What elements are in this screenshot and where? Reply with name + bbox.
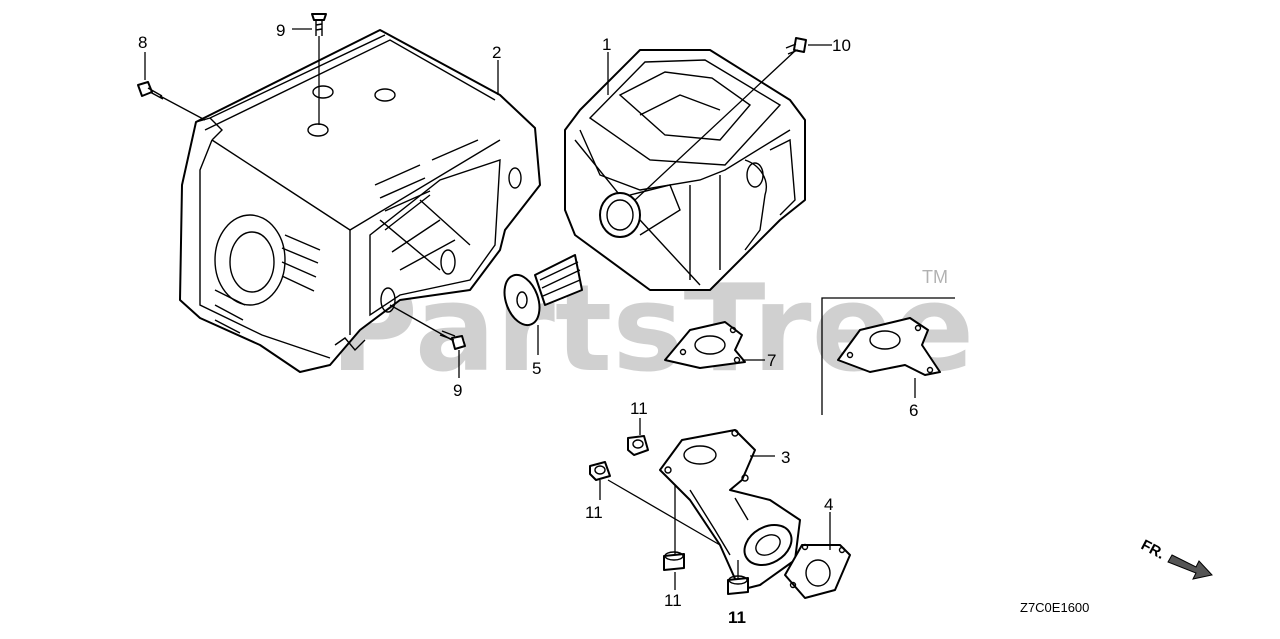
muffler-gasket: [664, 321, 746, 369]
callout-10: 10: [832, 36, 851, 55]
exhaust-gasket: [784, 543, 851, 599]
nut-11-d: [727, 575, 749, 595]
nut-11-b: [589, 461, 611, 481]
callout-11-d: 11: [728, 608, 746, 627]
leader-lines: [144, 28, 916, 590]
callout-9-bottom: 9: [453, 381, 462, 400]
callout-11-b: 11: [585, 503, 603, 522]
callout-5: 5: [532, 359, 541, 378]
callout-9-top: 9: [276, 21, 285, 40]
muffler: [564, 49, 806, 291]
front-label: FR.: [1138, 537, 1167, 563]
muffler-protector: [179, 29, 541, 373]
callout-2: 2: [492, 43, 501, 62]
callout-11-a: 11: [630, 399, 648, 418]
nut-11-a: [627, 435, 649, 456]
trademark-mark: TM: [922, 267, 948, 287]
nut-11-c: [663, 551, 685, 571]
front-arrow-icon: [1167, 554, 1213, 580]
alternate-gasket-box: [821, 297, 955, 415]
callout-7: 7: [767, 351, 776, 370]
diagram-code: Z7C0E1600: [1020, 600, 1089, 615]
callout-4: 4: [824, 495, 833, 514]
callout-8: 8: [138, 33, 147, 52]
callout-1: 1: [602, 35, 611, 54]
callout-6: 6: [909, 401, 918, 420]
exhaust-pipe: [659, 429, 801, 591]
spark-arrester: [503, 254, 583, 327]
front-direction-indicator: FR.: [1138, 537, 1213, 580]
bolt-8: [137, 81, 164, 100]
screw-9-top: [311, 13, 327, 36]
callout-3: 3: [781, 448, 790, 467]
callout-11-c: 11: [664, 591, 682, 610]
screw-10: [785, 37, 807, 55]
